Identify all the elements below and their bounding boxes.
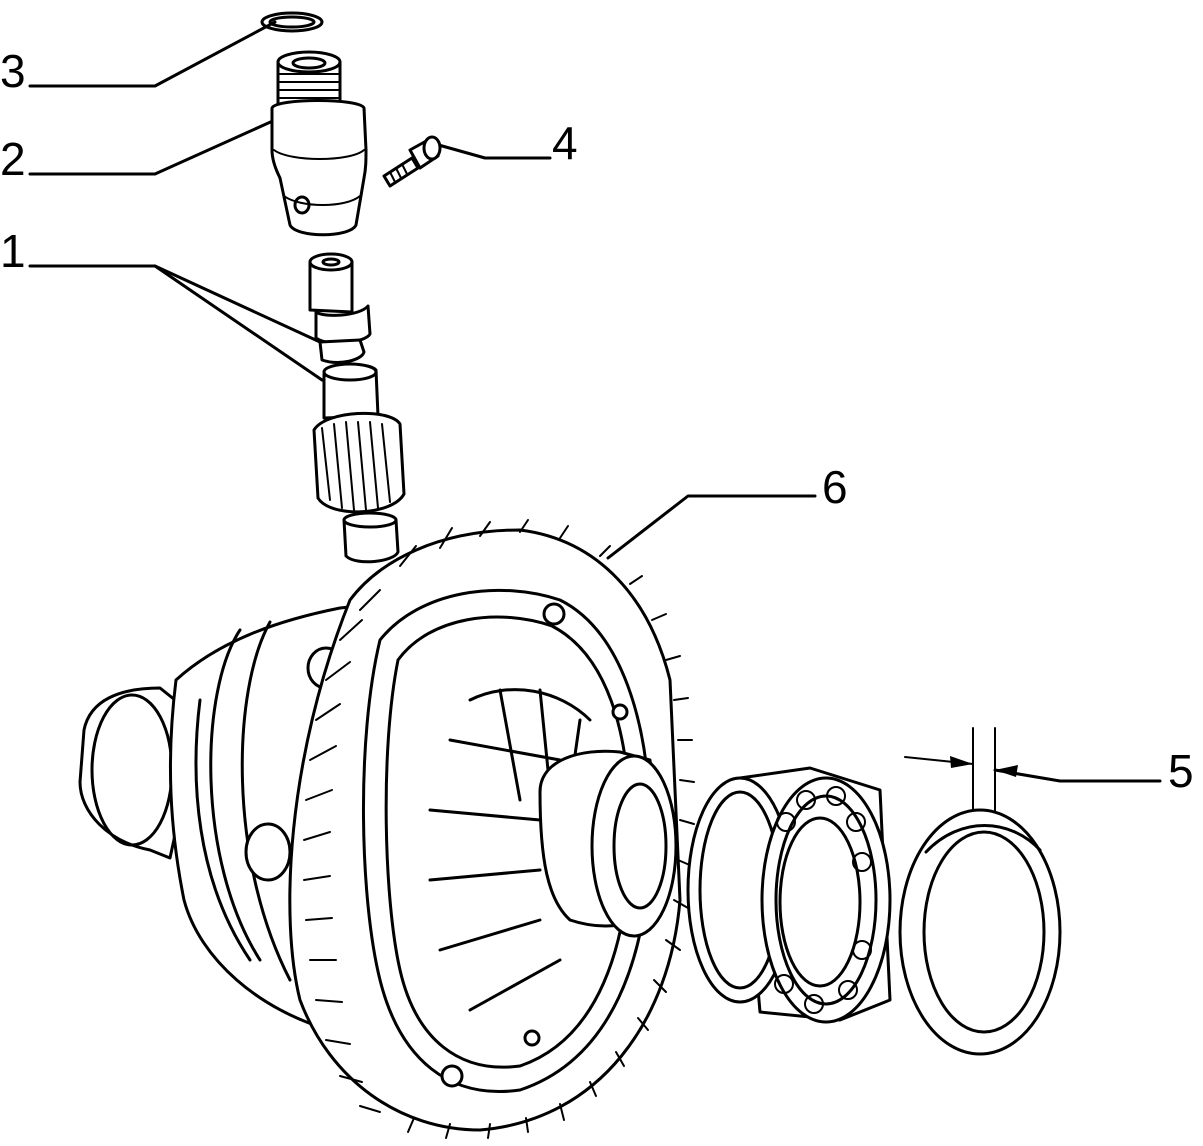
shim bbox=[898, 808, 1062, 1056]
screw bbox=[382, 135, 442, 188]
leader-line-6 bbox=[606, 494, 817, 560]
leader-line-5 bbox=[993, 768, 1162, 783]
bearing bbox=[686, 766, 892, 1024]
leader-line-3 bbox=[28, 20, 277, 88]
callout-5: 5 bbox=[1168, 745, 1194, 797]
leader-line-1a bbox=[28, 264, 322, 344]
leader-line-2 bbox=[28, 118, 277, 176]
leader-lines bbox=[28, 20, 1162, 833]
leader-line-1b bbox=[153, 264, 324, 382]
bolt-right bbox=[611, 703, 629, 721]
speedometer-drive-gear bbox=[308, 252, 406, 564]
callout-6: 6 bbox=[822, 461, 848, 513]
callout-2: 2 bbox=[0, 133, 26, 185]
bolt-bottom bbox=[440, 1064, 464, 1088]
callout-1: 1 bbox=[0, 225, 26, 277]
dimension-arrowhead-left bbox=[950, 756, 973, 768]
leader-line-4 bbox=[426, 140, 552, 160]
bolt-top bbox=[542, 602, 566, 626]
bolt-bottom-right bbox=[523, 1029, 541, 1047]
dimension-arrowhead-right bbox=[995, 765, 1018, 777]
callout-3: 3 bbox=[0, 45, 26, 97]
speedometer-sleeve bbox=[270, 50, 368, 237]
callout-4: 4 bbox=[552, 117, 578, 169]
o-ring bbox=[260, 11, 324, 33]
differential-with-ring-gear bbox=[78, 519, 695, 1139]
